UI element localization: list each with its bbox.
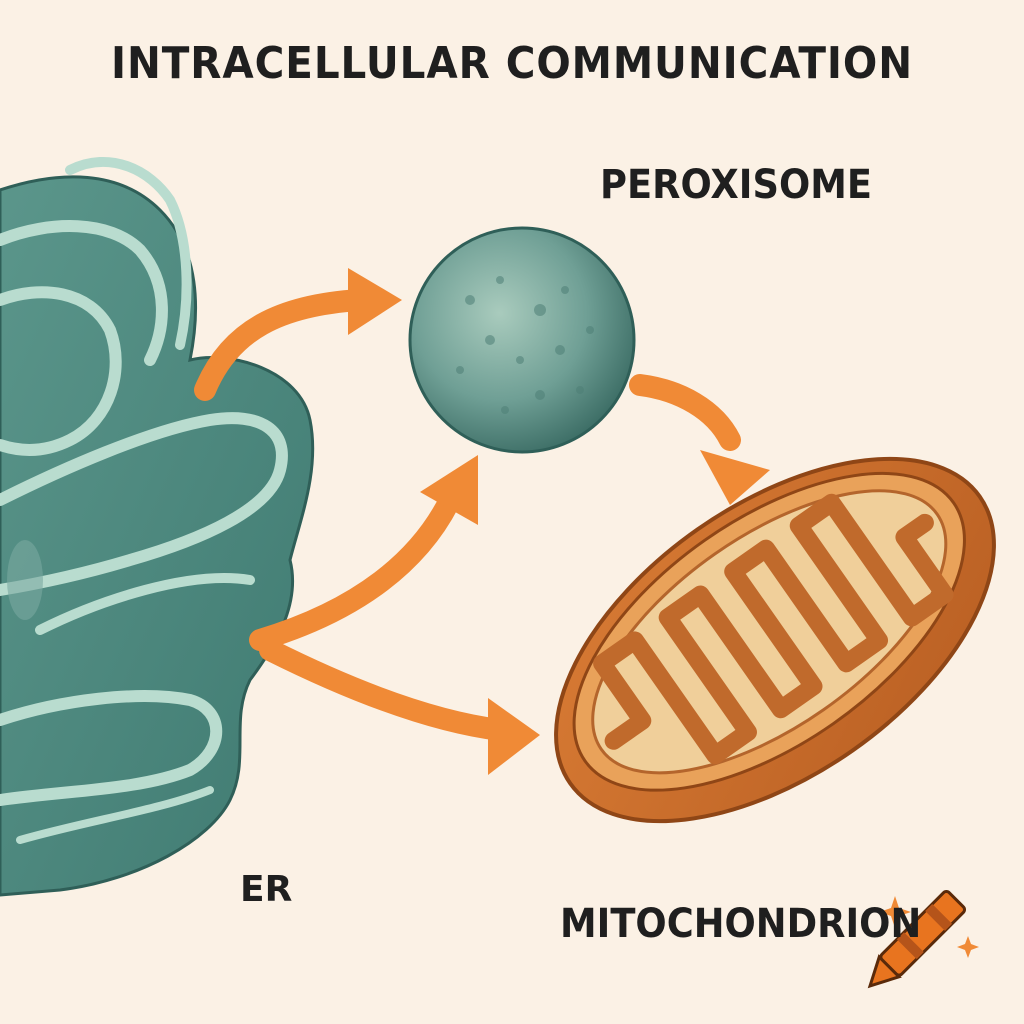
- arrow-er-to-mitochondrion: [259, 639, 511, 741]
- arrow-er-to-peroxisome-upper: [194, 289, 371, 401]
- er-organelle: [0, 157, 315, 897]
- arrow-peroxisome-to-mitochondrion: [629, 374, 741, 451]
- crayon-icon: [867, 889, 967, 989]
- er-label: ER: [240, 869, 293, 910]
- mitochondrion-organelle: [554, 456, 996, 824]
- arrowhead-lower: [420, 455, 478, 525]
- mitochondrion-label: MITOCHONDRION: [560, 901, 922, 947]
- arrow-er-to-peroxisome-lower: [249, 489, 461, 651]
- arrowhead-upper: [348, 268, 402, 335]
- peroxisome-label: PEROXISOME: [600, 162, 873, 208]
- diagram-title: INTRACELLULAR COMMUNICATION: [110, 38, 914, 89]
- sparkle-icon: [879, 896, 979, 958]
- peroxisome-organelle: [408, 226, 636, 454]
- arrows: [194, 289, 741, 741]
- arrowhead-mito: [488, 698, 540, 775]
- arrowheads: [348, 268, 770, 775]
- arrowhead-perox-mito: [700, 450, 770, 505]
